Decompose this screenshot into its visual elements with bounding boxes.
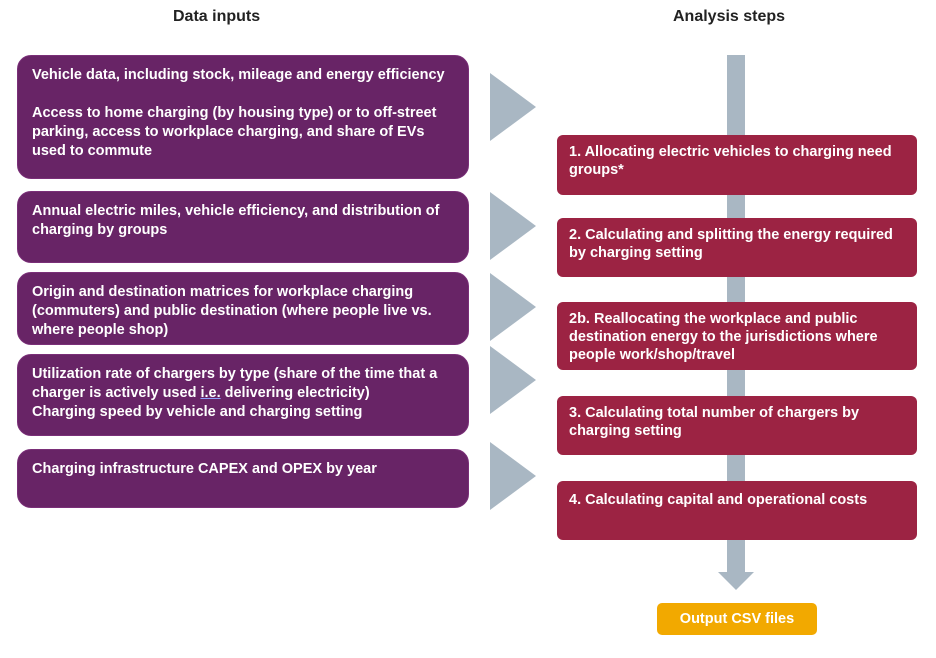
input-text: Origin and destination matrices for work… (32, 284, 432, 338)
step-box-4: 4. Calculating capital and operational c… (557, 481, 917, 540)
input-box-capex-opex: Charging infrastructure CAPEX and OPEX b… (17, 449, 469, 508)
step-box-2: 2. Calculating and splitting the energy … (557, 218, 917, 277)
connector-arrow (490, 192, 536, 260)
connector-arrow (490, 442, 536, 510)
input-text-part: delivering electricity) (220, 385, 370, 401)
output-csv-box: Output CSV files (657, 603, 817, 635)
step-box-2b: 2b. Reallocating the workplace and publi… (557, 302, 917, 370)
flow-arrow-head (718, 572, 754, 590)
input-text: Charging infrastructure CAPEX and OPEX b… (32, 461, 377, 477)
input-text: Access to home charging (by housing type… (32, 105, 437, 159)
connector-arrow (490, 73, 536, 141)
connector-arrow (490, 273, 536, 341)
input-box-electric-miles: Annual electric miles, vehicle efficienc… (17, 191, 469, 263)
connector-arrow (490, 346, 536, 414)
input-box-utilization: Utilization rate of chargers by type (sh… (17, 354, 469, 436)
analysis-steps-header: Analysis steps (673, 8, 786, 25)
input-text: Vehicle data, including stock, mileage a… (32, 67, 445, 83)
input-text-ie: i.e. (200, 385, 221, 401)
input-text: Charging speed by vehicle and charging s… (32, 404, 363, 420)
step-box-3: 3. Calculating total number of chargers … (557, 396, 917, 455)
data-inputs-header: Data inputs (173, 8, 261, 25)
input-box-od-matrices: Origin and destination matrices for work… (17, 272, 469, 345)
input-text-part: Utilization rate of chargers by type (sh… (32, 366, 438, 401)
input-text: Utilization rate of chargers by type (sh… (32, 365, 454, 403)
input-box-vehicle-data: Vehicle data, including stock, mileage a… (17, 55, 469, 179)
step-box-1: 1. Allocating electric vehicles to charg… (557, 135, 917, 195)
input-text: Annual electric miles, vehicle efficienc… (32, 203, 440, 238)
